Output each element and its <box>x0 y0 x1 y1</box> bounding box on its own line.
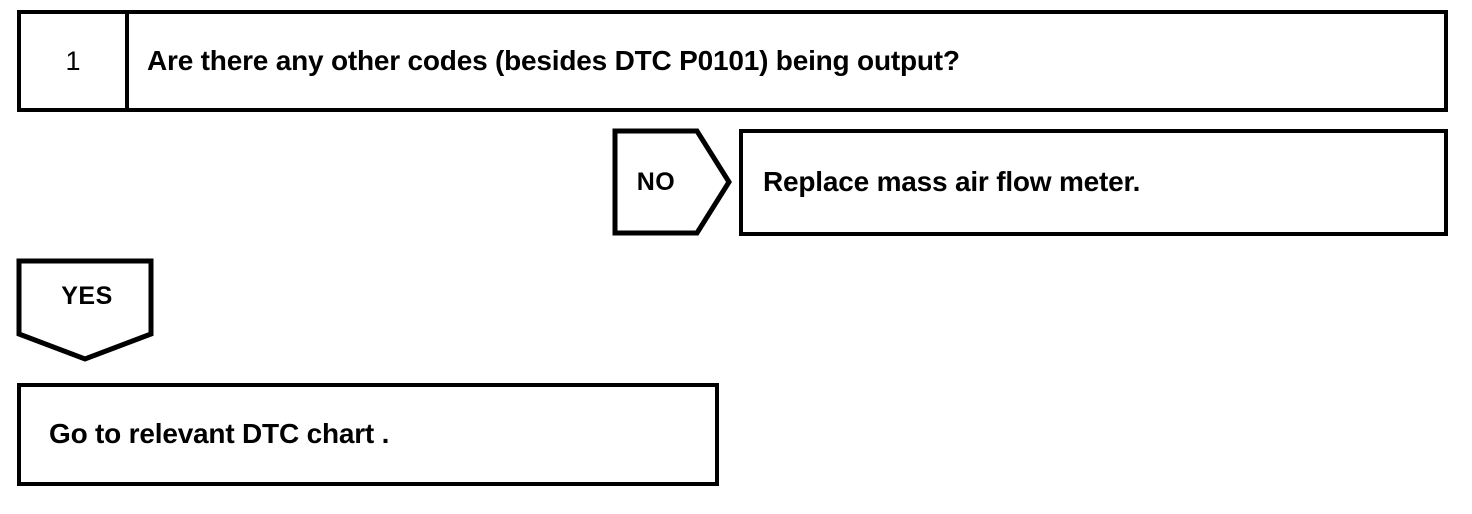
branch-no-arrow-shape <box>612 128 732 236</box>
action-text-no: Replace mass air flow meter. <box>763 166 1141 198</box>
branch-yes-label: YES <box>61 281 113 310</box>
step-row: 1 Are there any other codes (besides DTC… <box>17 10 1448 112</box>
step-question-text: Are there any other codes (besides DTC P… <box>147 44 960 76</box>
branch-yes-arrow-shape <box>16 258 154 364</box>
step-question-cell: Are there any other codes (besides DTC P… <box>129 14 1444 108</box>
step-number: 1 <box>65 45 81 76</box>
branch-no-label: NO <box>636 167 676 196</box>
action-box-no: Replace mass air flow meter. <box>739 129 1448 236</box>
action-box-yes: Go to relevant DTC chart . <box>17 383 719 486</box>
action-text-yes: Go to relevant DTC chart . <box>49 418 390 450</box>
step-number-cell: 1 <box>21 14 129 108</box>
